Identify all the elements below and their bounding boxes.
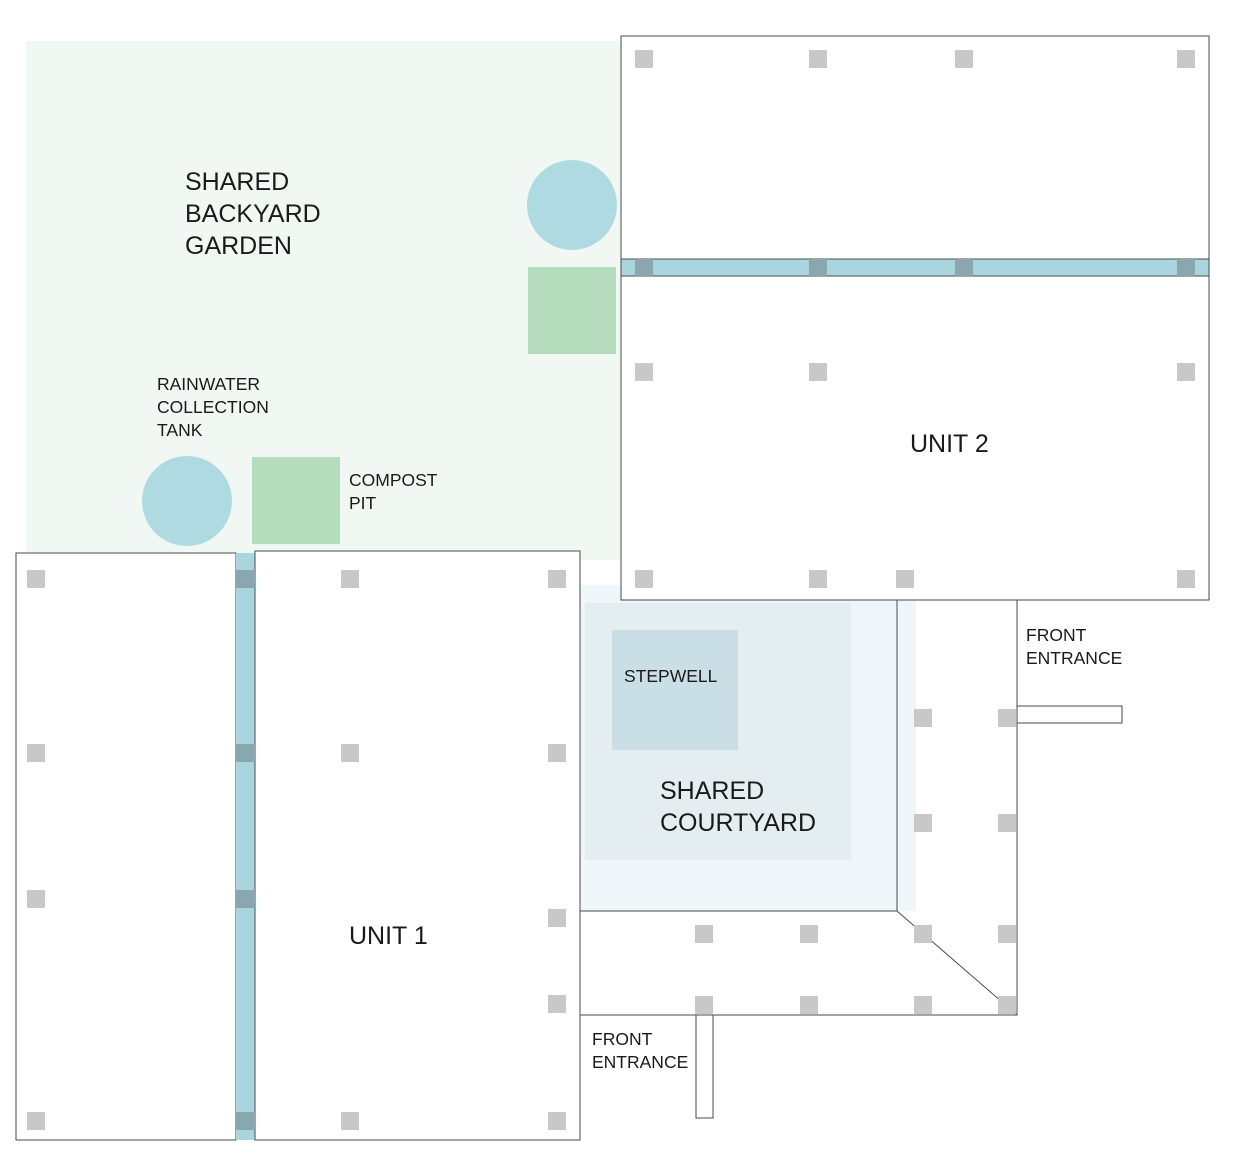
channel-columns	[236, 259, 1195, 1130]
rainwater-tank-upper	[527, 160, 617, 250]
column	[695, 925, 713, 943]
column	[635, 50, 653, 68]
label-line: PIT	[349, 493, 377, 513]
column	[236, 744, 255, 762]
column	[236, 1112, 255, 1130]
label-line: RAINWATER	[157, 374, 261, 394]
unit-1-left-wing	[15, 552, 237, 1141]
label-line: FRONT	[1026, 625, 1087, 645]
column	[1177, 570, 1195, 588]
column	[914, 996, 932, 1014]
column	[695, 996, 713, 1014]
label-line: ENTRANCE	[1026, 648, 1123, 668]
label-line: COMPOST	[349, 470, 438, 490]
column	[1177, 50, 1195, 68]
unit-1-block	[254, 550, 581, 1141]
column	[236, 890, 255, 908]
column	[27, 744, 45, 762]
column	[914, 925, 932, 943]
label-line: COURTYARD	[660, 809, 817, 837]
column	[914, 814, 932, 832]
unit-2-block	[620, 275, 1210, 601]
column	[998, 996, 1016, 1014]
column	[800, 925, 818, 943]
label-line: TANK	[157, 420, 203, 440]
column	[341, 1112, 359, 1130]
column	[635, 570, 653, 588]
compost-pit-upper	[528, 267, 616, 354]
label-rainwater-collection-tank: RAINWATER COLLECTION TANK	[157, 373, 269, 442]
label-line: SHARED	[185, 168, 290, 196]
column	[896, 570, 914, 588]
label-front-entrance-bottom: FRONT ENTRANCE	[592, 1028, 688, 1074]
column	[27, 570, 45, 588]
label-line: GARDEN	[185, 232, 292, 260]
compost-pit	[252, 457, 340, 544]
front-entrance-path-bottom	[695, 1014, 714, 1119]
label-line: COLLECTION	[157, 397, 269, 417]
column	[809, 259, 827, 276]
column	[548, 570, 566, 588]
stepwell	[612, 630, 738, 750]
label-line: ENTRANCE	[592, 1052, 689, 1072]
rainwater-collection-tank	[142, 456, 232, 546]
column	[998, 814, 1016, 832]
column	[955, 259, 973, 276]
column	[914, 709, 932, 727]
column	[998, 925, 1016, 943]
column	[998, 709, 1016, 727]
column	[809, 363, 827, 381]
column	[548, 909, 566, 927]
label-front-entrance-right: FRONT ENTRANCE	[1026, 624, 1122, 670]
column	[236, 570, 255, 588]
water-channel-vertical	[236, 553, 255, 1140]
label-shared-backyard-garden: SHARED BACKYARD GARDEN	[185, 166, 321, 262]
front-entrance-path-right	[1016, 705, 1123, 724]
column	[548, 1112, 566, 1130]
water-channel-horizontal	[620, 258, 1210, 277]
column	[635, 259, 653, 276]
label-unit-2: UNIT 2	[910, 430, 989, 458]
label-line: FRONT	[592, 1029, 653, 1049]
column	[341, 744, 359, 762]
column	[809, 570, 827, 588]
column	[800, 996, 818, 1014]
column	[1177, 259, 1195, 276]
label-unit-1: UNIT 1	[349, 922, 428, 950]
column	[27, 890, 45, 908]
label-compost-pit: COMPOST PIT	[349, 469, 437, 515]
label-shared-courtyard: SHARED COURTYARD	[660, 775, 816, 839]
label-line: SHARED	[660, 777, 765, 805]
column	[809, 50, 827, 68]
label-line: BACKYARD	[185, 200, 321, 228]
column	[341, 570, 359, 588]
column	[27, 1112, 45, 1130]
column	[548, 995, 566, 1013]
structural-columns	[27, 50, 1195, 1130]
column	[548, 744, 566, 762]
column	[635, 363, 653, 381]
column	[955, 50, 973, 68]
column	[1177, 363, 1195, 381]
unit-2-upper-block	[620, 35, 1210, 260]
label-stepwell: STEPWELL	[624, 666, 718, 686]
